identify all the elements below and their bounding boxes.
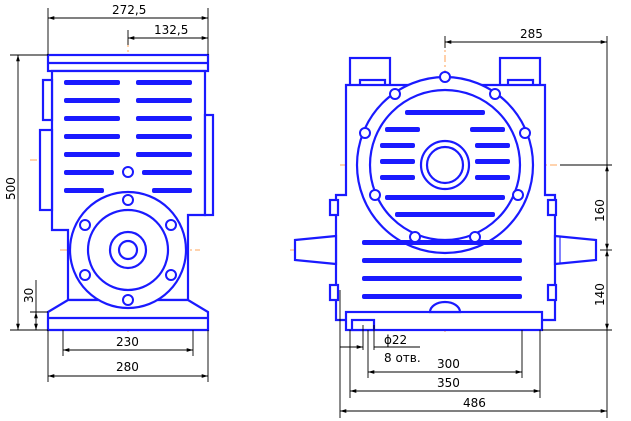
cover-slots xyxy=(380,110,510,217)
body-fins xyxy=(362,240,522,299)
dim-30: 30 xyxy=(22,288,36,303)
dim-280: 280 xyxy=(116,360,139,374)
dim-300: 300 xyxy=(437,357,460,371)
dim-285: 285 xyxy=(520,27,543,41)
dim-230: 230 xyxy=(116,335,139,349)
dim-500: 500 xyxy=(4,177,18,200)
dim-phi22: ϕ22 xyxy=(384,333,407,347)
side-view xyxy=(30,40,215,335)
dim-132-5: 132,5 xyxy=(154,23,188,37)
dim-140: 140 xyxy=(593,283,607,306)
dim-160: 160 xyxy=(593,199,607,222)
dim-8-holes: 8 отв. xyxy=(384,351,421,365)
dim-350: 350 xyxy=(437,376,460,390)
dim-272-5: 272,5 xyxy=(112,3,146,17)
dim-486: 486 xyxy=(463,396,486,410)
cooling-fins-left xyxy=(64,80,192,193)
front-view xyxy=(290,40,600,335)
front-view-dimensions: 285 160 140 ϕ22 8 отв. 300 350 486 xyxy=(339,27,612,418)
side-view-dimensions: 272,5 132,5 500 30 230 280 xyxy=(4,3,209,382)
